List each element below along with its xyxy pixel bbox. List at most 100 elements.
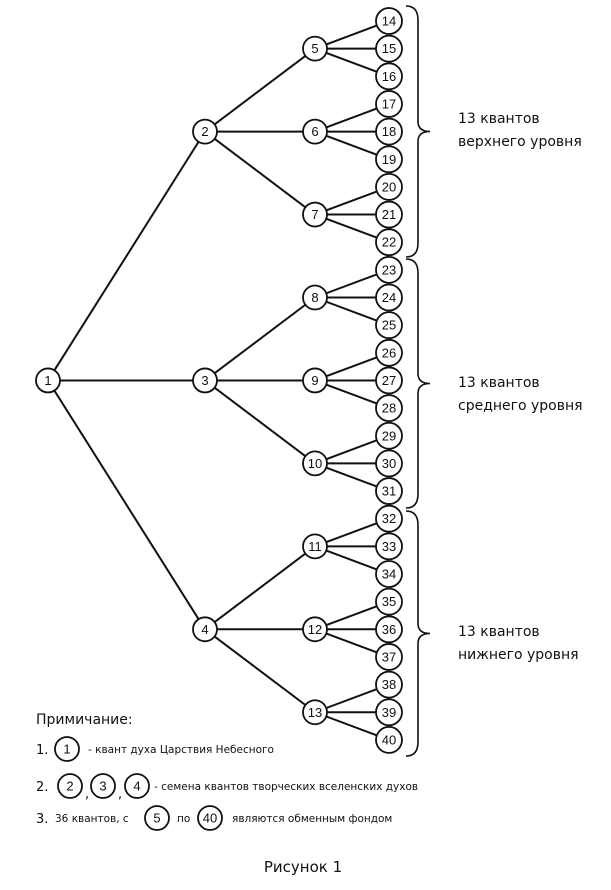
edge-root-l1-0 xyxy=(47,131,206,381)
edge-l1-mid-6 xyxy=(204,545,316,631)
svg-text:16: 16 xyxy=(382,69,396,84)
svg-text:9: 9 xyxy=(311,373,318,388)
node-10: 10 xyxy=(302,450,328,477)
node-23: 23 xyxy=(375,255,403,284)
node-21: 21 xyxy=(375,200,403,229)
svg-text:12: 12 xyxy=(308,622,322,637)
svg-text:35: 35 xyxy=(382,594,396,609)
svg-text:34: 34 xyxy=(382,567,396,582)
node-19: 19 xyxy=(375,145,403,174)
edge-root-l1-2 xyxy=(47,379,206,630)
node-30: 30 xyxy=(375,449,403,478)
svg-text:36: 36 xyxy=(382,622,396,637)
brace-lower xyxy=(405,510,431,757)
note-item1-num: 1. xyxy=(36,743,48,758)
edge-l1-mid-2 xyxy=(204,130,316,216)
note-item3-circle-a: 5 xyxy=(144,805,170,831)
node-14: 14 xyxy=(375,7,403,35)
svg-text:7: 7 xyxy=(311,207,318,222)
svg-text:19: 19 xyxy=(382,152,396,167)
svg-text:33: 33 xyxy=(382,539,396,554)
group-label-lower: 13 квантов нижнего уровня xyxy=(458,624,579,663)
node-5: 5 xyxy=(302,35,328,62)
svg-text:37: 37 xyxy=(382,649,396,664)
svg-text:39: 39 xyxy=(382,705,396,720)
node-25: 25 xyxy=(375,311,403,340)
tree-edges xyxy=(47,20,390,741)
group-upper-line1: 13 квантов xyxy=(458,111,540,127)
svg-text:40: 40 xyxy=(203,811,217,826)
node-27: 27 xyxy=(375,366,403,395)
note-item3-middle: по xyxy=(177,813,190,825)
node-38: 38 xyxy=(375,670,403,699)
svg-text:17: 17 xyxy=(382,96,396,111)
node-15: 15 xyxy=(375,34,403,63)
node-32: 32 xyxy=(375,504,403,533)
note-item3-circle-b: 40 xyxy=(197,805,223,831)
note-item2-circle-c: 4 xyxy=(124,773,150,799)
svg-text:18: 18 xyxy=(382,124,396,139)
node-8: 8 xyxy=(302,284,328,311)
node-2: 2 xyxy=(192,118,218,145)
node-11: 11 xyxy=(302,533,328,560)
group-middle-line2: среднего уровня xyxy=(458,398,583,414)
brace-upper xyxy=(405,5,431,258)
node-29: 29 xyxy=(375,421,403,450)
svg-text:1: 1 xyxy=(44,373,51,388)
group-label-middle: 13 квантов среднего уровня xyxy=(458,375,583,414)
svg-text:28: 28 xyxy=(382,401,396,416)
svg-text:40: 40 xyxy=(382,732,396,747)
note-item3-suffix: являются обменным фондом xyxy=(232,813,392,825)
node-34: 34 xyxy=(375,560,403,588)
group-lower-line2: нижнего уровня xyxy=(458,647,579,663)
note-item1-text: - квант духа Царствия Небесного xyxy=(88,744,274,756)
svg-text:3: 3 xyxy=(99,779,106,794)
node-18: 18 xyxy=(375,117,403,146)
svg-text:38: 38 xyxy=(382,677,396,692)
note-item2-circle-b: 3 xyxy=(90,773,116,799)
svg-text:2: 2 xyxy=(201,124,208,139)
node-36: 36 xyxy=(375,615,403,644)
node-12: 12 xyxy=(302,616,328,643)
svg-text:13: 13 xyxy=(308,705,322,720)
node-3: 3 xyxy=(192,367,218,394)
group-braces xyxy=(405,5,431,757)
svg-text:25: 25 xyxy=(382,318,396,333)
svg-text:6: 6 xyxy=(311,124,318,139)
svg-text:20: 20 xyxy=(382,179,396,194)
note-item2-circle-a: 2 xyxy=(57,773,83,799)
svg-text:1: 1 xyxy=(63,742,70,757)
edge-l1-mid-3 xyxy=(204,296,316,382)
tree-nodes: 1234567891011121314151617181920212223242… xyxy=(35,7,403,754)
svg-text:10: 10 xyxy=(308,456,322,471)
note-item2-num: 2. xyxy=(36,780,48,795)
group-middle-line1: 13 квантов xyxy=(458,375,540,391)
edge-l1-mid-0 xyxy=(204,47,316,133)
node-39: 39 xyxy=(375,698,403,727)
svg-text:29: 29 xyxy=(382,428,396,443)
svg-text:3: 3 xyxy=(201,373,208,388)
svg-text:4: 4 xyxy=(201,622,208,637)
svg-text:8: 8 xyxy=(311,290,318,305)
node-40: 40 xyxy=(375,726,403,754)
node-9: 9 xyxy=(302,367,328,394)
svg-text:21: 21 xyxy=(382,207,396,222)
svg-text:14: 14 xyxy=(382,14,396,29)
edge-l1-mid-8 xyxy=(204,628,316,714)
svg-text:27: 27 xyxy=(382,373,396,388)
figure-caption: Рисунок 1 xyxy=(264,858,342,876)
node-37: 37 xyxy=(375,643,403,671)
node-6: 6 xyxy=(302,118,328,145)
node-16: 16 xyxy=(375,62,403,91)
svg-text:23: 23 xyxy=(382,262,396,277)
note-block: Примичание: 1. 1 - квант духа Царствия Н… xyxy=(36,712,418,831)
group-lower-line1: 13 квантов xyxy=(458,624,540,640)
node-35: 35 xyxy=(375,587,403,616)
node-22: 22 xyxy=(375,228,403,257)
svg-text:4: 4 xyxy=(133,779,140,794)
node-33: 33 xyxy=(375,532,403,561)
svg-text:32: 32 xyxy=(382,511,396,526)
svg-text:24: 24 xyxy=(382,290,396,305)
svg-text:26: 26 xyxy=(382,345,396,360)
